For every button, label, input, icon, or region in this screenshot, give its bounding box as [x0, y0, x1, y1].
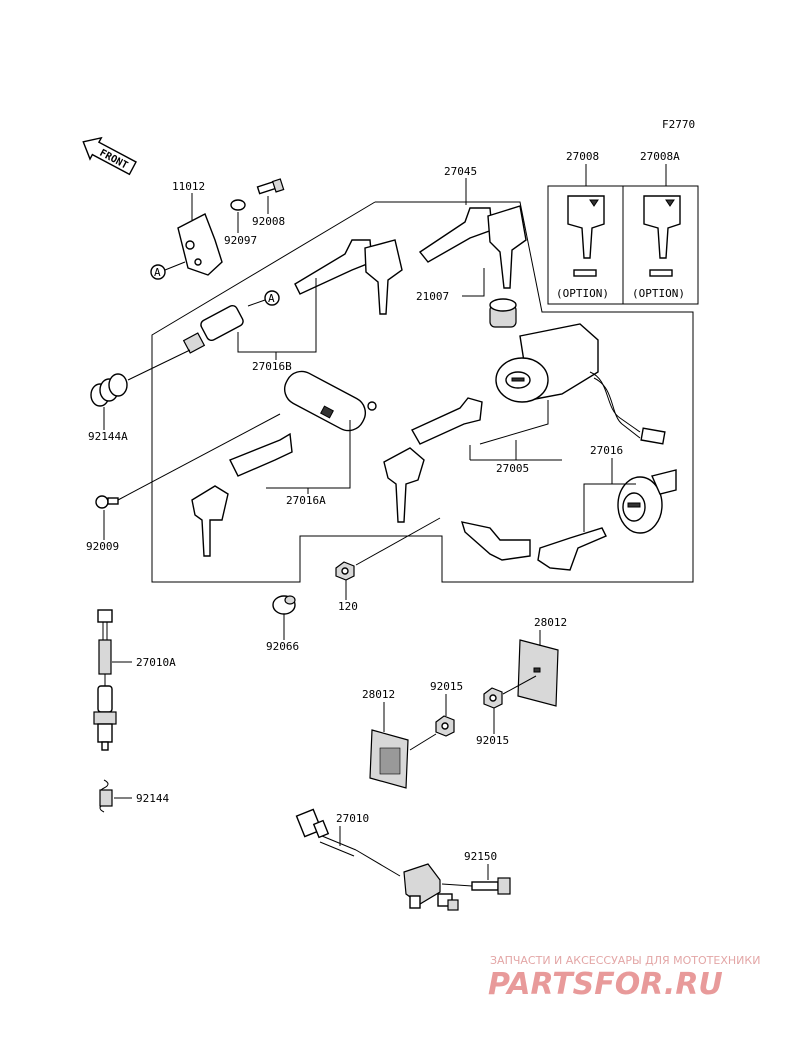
nut-92015-left	[435, 715, 455, 737]
ref-marker-a-1	[150, 264, 166, 280]
ref-marker-a-2-text: A	[268, 292, 275, 305]
washer-92097	[230, 199, 246, 211]
label-92008: 92008	[252, 215, 285, 228]
option-keys-box	[547, 185, 699, 305]
label-21007: 21007	[416, 290, 449, 303]
keys-27045	[418, 205, 527, 289]
leader-21007	[462, 268, 485, 297]
front-arrow-icon: FRONT	[82, 136, 137, 176]
keys-27016A	[191, 432, 293, 557]
ref-marker-a-2	[264, 290, 280, 306]
leader-ref-a-1	[164, 261, 186, 271]
figure-code: F2770	[662, 118, 695, 131]
plate-28012-left	[369, 729, 409, 789]
spring-92144A	[90, 373, 128, 407]
keys-27016B	[294, 239, 403, 315]
key-27008	[567, 195, 605, 277]
option-label-27008: (OPTION)	[556, 287, 609, 300]
nut-120	[335, 561, 355, 581]
label-28012-left: 28012	[362, 688, 395, 701]
bracket-27005-a	[479, 400, 549, 445]
grommet-92066	[272, 595, 296, 615]
keys-27005	[383, 397, 483, 523]
bracket-27016A	[266, 420, 351, 489]
label-92015-left: 92015	[430, 680, 463, 693]
ref-marker-a-1-text: A	[154, 266, 161, 279]
screw-92009	[95, 495, 119, 509]
lock-cylinder-27016	[617, 469, 677, 534]
label-27016: 27016	[590, 444, 623, 457]
bolt-92150	[471, 877, 511, 895]
label-27005: 27005	[496, 462, 529, 475]
leader-ref-a-2	[247, 299, 266, 307]
label-27016B: 27016B	[252, 360, 292, 373]
bolt-92008	[256, 178, 285, 195]
leader-nut-path	[355, 517, 441, 566]
label-120: 120	[338, 600, 358, 613]
key-27008A	[643, 195, 681, 277]
leader-nut-right-path	[502, 675, 537, 695]
seat-lock-27016B	[182, 304, 244, 354]
cap-21007	[489, 298, 517, 328]
label-11012: 11012	[172, 180, 205, 193]
label-92015-right: 92015	[476, 734, 509, 747]
ignition-switch-27005	[495, 323, 666, 445]
leader-screw-path	[117, 413, 281, 501]
keys-27016	[460, 521, 607, 571]
leader-nut-left-path	[409, 733, 437, 751]
label-27010A: 27010A	[136, 656, 176, 669]
label-92066: 92066	[266, 640, 299, 653]
leader-bolt-path	[441, 883, 473, 887]
watermark-tagline: ЗАПЧАСТИ И АКСЕССУАРЫ ДЛЯ МОТОТЕХНИКИ	[490, 954, 760, 967]
label-27016A: 27016A	[286, 494, 326, 507]
lock-body-27016A	[283, 370, 377, 432]
label-92097: 92097	[224, 234, 257, 247]
assembly-frame	[151, 201, 694, 583]
label-27008: 27008	[566, 150, 599, 163]
bracket-27016	[583, 483, 636, 532]
plate-28012-right	[517, 639, 559, 707]
watermark-logo: PARTSFOR.RU	[488, 967, 723, 1002]
switch-27010	[295, 808, 459, 911]
spring-92144	[99, 779, 113, 813]
bracket-27016B	[237, 278, 317, 353]
label-27045: 27045	[444, 165, 477, 178]
label-27008A: 27008A	[640, 150, 680, 163]
nut-92015-right	[483, 687, 503, 709]
label-92144: 92144	[136, 792, 169, 805]
label-92009: 92009	[86, 540, 119, 553]
label-27010: 27010	[336, 812, 369, 825]
label-92144A: 92144A	[88, 430, 128, 443]
option-label-27008A: (OPTION)	[632, 287, 685, 300]
leader-spring-path	[127, 349, 191, 381]
label-28012-right: 28012	[534, 616, 567, 629]
switch-27010A	[93, 609, 117, 751]
label-92150: 92150	[464, 850, 497, 863]
bracket-11012	[177, 213, 223, 276]
